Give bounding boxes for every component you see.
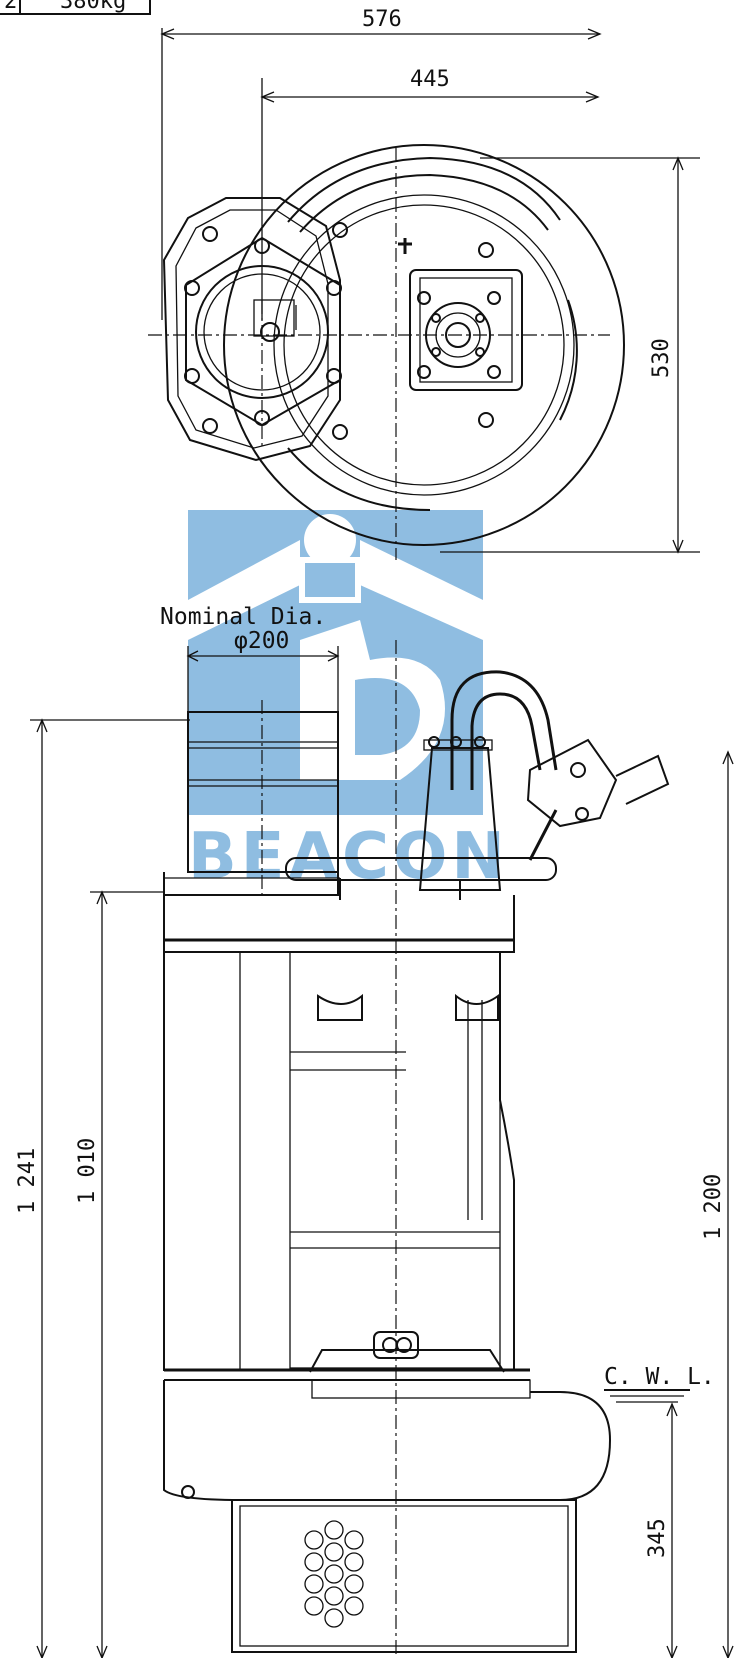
strainer-holes [304, 1520, 364, 1628]
cwl-label: C. W. L. [604, 1364, 715, 1390]
dim-discharge-height: 1 010 [75, 890, 164, 1658]
elevation-view [163, 640, 670, 1658]
dim-cable-height: 1 200 [701, 750, 734, 1658]
discharge-label: Nominal Dia. φ200 [160, 604, 340, 712]
watermark-logo: BEACON [188, 510, 505, 894]
dim-530-label: 530 [649, 338, 674, 378]
dim-overall-width: 576 [160, 7, 602, 320]
continuous-water-level: C. W. L. 345 [604, 1364, 715, 1658]
dim-1010-label: 1 010 [75, 1138, 100, 1204]
dim-plan-depth: 530 [440, 156, 700, 554]
dim-total-height: 1 241 [15, 718, 190, 1658]
title-block-cell-right: 380kg [60, 0, 126, 14]
dim-1200-label: 1 200 [701, 1174, 726, 1240]
nominal-dia-label: Nominal Dia. [160, 604, 326, 630]
plan-view [148, 144, 625, 560]
nominal-dia-value: φ200 [234, 628, 289, 654]
dim-offset-width: 445 [260, 67, 600, 320]
title-block: 2 380kg [0, 0, 151, 15]
dim-445-label: 445 [410, 67, 450, 92]
dim-576-label: 576 [362, 7, 402, 32]
dim-1241-label: 1 241 [15, 1148, 40, 1214]
dim-345-label: 345 [645, 1518, 670, 1558]
title-block-cell-left: 2 [4, 0, 17, 14]
